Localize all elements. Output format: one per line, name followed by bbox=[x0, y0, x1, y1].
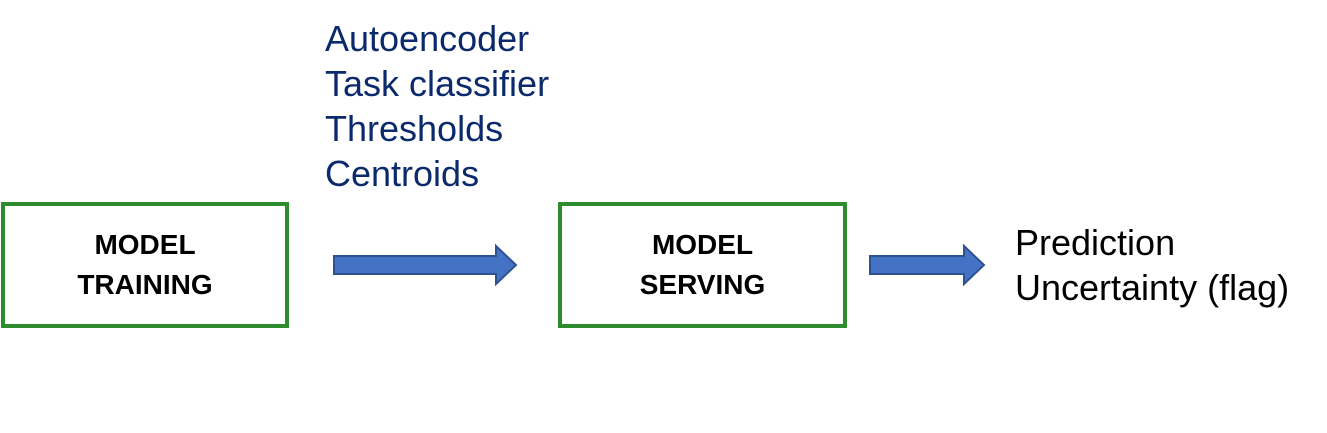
output-prediction: Prediction bbox=[1015, 222, 1176, 263]
model-artifacts-list: Autoencoder Task classifier Thresholds C… bbox=[325, 16, 549, 196]
serving-outputs-list: Prediction Uncertainty (flag) bbox=[1015, 220, 1289, 310]
arrow-shape bbox=[333, 243, 518, 287]
output-uncertainty-flag: Uncertainty (flag) bbox=[1015, 267, 1290, 308]
model-serving-label-line2: SERVING bbox=[639, 269, 766, 300]
model-training-label-line2: TRAINING bbox=[77, 269, 213, 300]
artifact-autoencoder: Autoencoder bbox=[325, 18, 530, 59]
model-serving-label-line1: MODEL bbox=[651, 229, 754, 260]
arrow-shape bbox=[869, 243, 986, 287]
training-to-serving-arrow bbox=[333, 243, 518, 287]
serving-to-output-arrow bbox=[869, 243, 986, 287]
model-serving-box: MODEL SERVING bbox=[558, 202, 847, 328]
artifact-task-classifier: Task classifier bbox=[325, 63, 550, 104]
model-training-box: MODEL TRAINING bbox=[1, 202, 289, 328]
artifact-thresholds: Thresholds bbox=[325, 108, 504, 149]
artifact-centroids: Centroids bbox=[325, 153, 480, 194]
model-training-label-line1: MODEL bbox=[94, 229, 196, 260]
